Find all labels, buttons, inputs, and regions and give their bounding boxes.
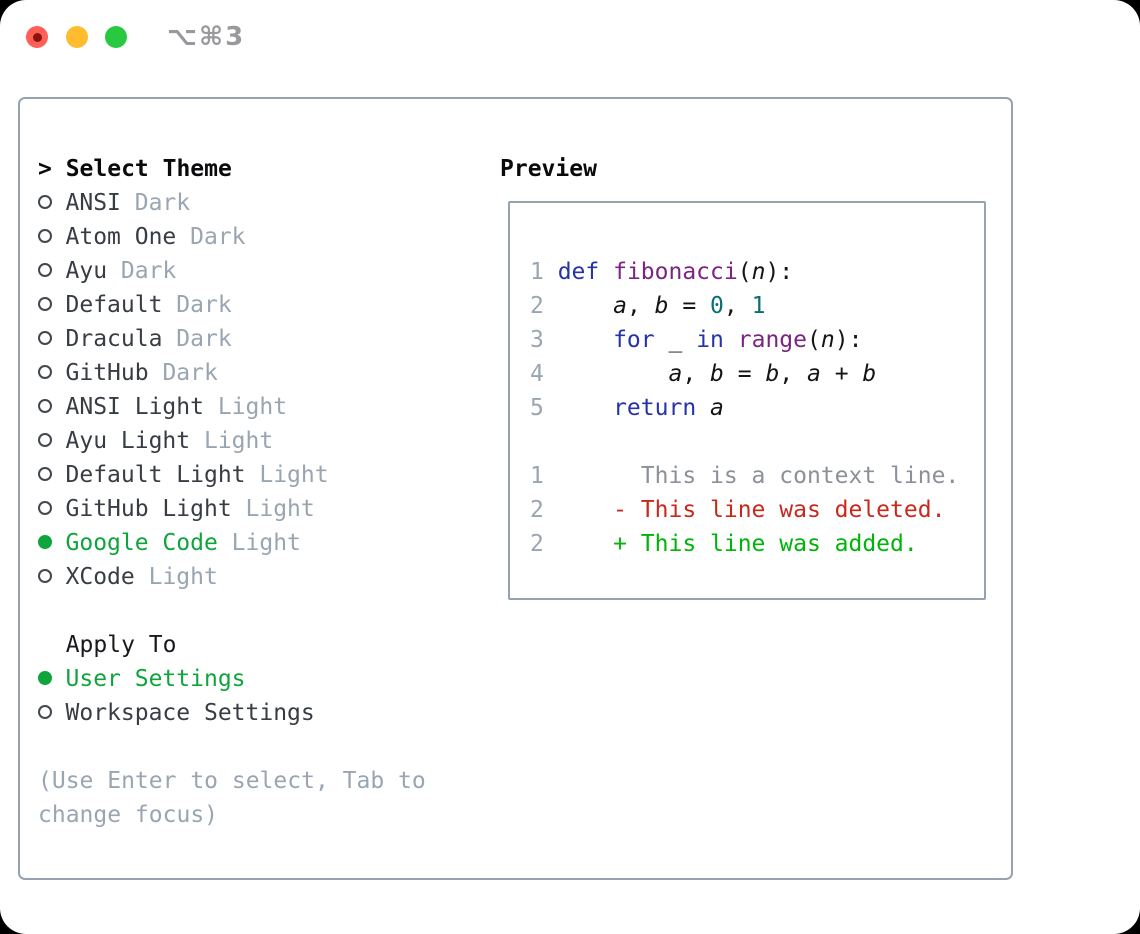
line-number: 1 (530, 463, 544, 489)
theme-option-dracula[interactable]: Dracula Dark (38, 322, 483, 356)
diff-line-del: 2 - This line was deleted. (530, 493, 959, 527)
diff-line-add: 2 + This line was added. (530, 527, 959, 561)
theme-option-github-light[interactable]: GitHub Light Light (38, 492, 483, 526)
minimize-button[interactable] (66, 26, 88, 48)
titlebar: ⌥⌘3 (0, 0, 1140, 74)
select-theme-heading: > Select Theme (38, 152, 483, 186)
line-number: 3 (530, 327, 544, 353)
window-shortcut-label: ⌥⌘3 (167, 22, 246, 52)
theme-name: ANSI (65, 190, 121, 216)
line-number: 4 (530, 361, 544, 387)
radio-icon (38, 705, 52, 719)
radio-icon (38, 365, 52, 379)
theme-name: GitHub Light (65, 496, 232, 522)
line-number: 2 (530, 531, 544, 557)
apply-option-user-settings[interactable]: User Settings (38, 662, 483, 696)
theme-variant: Dark (176, 292, 232, 318)
theme-option-ayu-light[interactable]: Ayu Light Light (38, 424, 483, 458)
diff-line-ctx: 1 This is a context line. (530, 459, 959, 493)
apply-option-workspace-settings[interactable]: Workspace Settings (38, 696, 483, 730)
theme-option-default[interactable]: Default Dark (38, 288, 483, 322)
hint-text: (Use Enter to select, Tab to change focu… (38, 768, 426, 828)
line-number: 2 (530, 497, 544, 523)
theme-option-github[interactable]: GitHub Dark (38, 356, 483, 390)
line-number: 2 (530, 293, 544, 319)
theme-variant: Light (203, 428, 274, 454)
radio-selected-icon (38, 535, 52, 549)
theme-name: ANSI Light (65, 394, 204, 420)
preview-heading: Preview (500, 156, 597, 182)
theme-name: Atom One (65, 224, 177, 250)
theme-variant: Dark (120, 258, 177, 284)
theme-name: GitHub (65, 360, 149, 386)
radio-icon (38, 297, 52, 311)
theme-option-ayu[interactable]: Ayu Dark (38, 254, 483, 288)
zoom-button[interactable] (105, 26, 127, 48)
theme-option-xcode[interactable]: XCode Light (38, 560, 483, 594)
radio-icon (38, 399, 52, 413)
theme-option-google-code[interactable]: Google Code Light (38, 526, 483, 560)
radio-icon (38, 263, 52, 277)
theme-variant: Light (231, 530, 301, 556)
code-line: 5 return a (530, 391, 959, 425)
theme-name: Ayu (65, 258, 108, 284)
radio-icon (38, 229, 52, 243)
close-dot-icon (32, 32, 42, 42)
theme-variant: Dark (134, 190, 191, 216)
theme-name: Default Light (65, 462, 246, 488)
close-button[interactable] (26, 26, 48, 48)
theme-variant: Light (259, 462, 329, 488)
code-line: 4 a, b = b, a + b (530, 357, 959, 391)
apply-option-label: User Settings (65, 666, 246, 692)
theme-option-default-light[interactable]: Default Light Light (38, 458, 483, 492)
prompt-icon: > (38, 156, 52, 182)
radio-selected-icon (38, 671, 52, 685)
line-number: 5 (530, 395, 544, 421)
select-theme-title: Select Theme (65, 156, 232, 182)
radio-icon (38, 433, 52, 447)
theme-name: XCode (65, 564, 135, 590)
radio-icon (38, 195, 52, 209)
theme-variant: Light (245, 496, 315, 522)
theme-name: Default (65, 292, 163, 318)
theme-option-ansi-light[interactable]: ANSI Light Light (38, 390, 483, 424)
theme-name: Ayu Light (65, 428, 191, 454)
radio-icon (38, 569, 52, 583)
radio-icon (38, 331, 52, 345)
theme-name: Google Code (65, 530, 218, 556)
apply-to-heading: Apply To (65, 632, 177, 658)
theme-variant: Light (217, 394, 288, 420)
theme-name: Dracula (65, 326, 163, 352)
theme-variant: Dark (162, 360, 218, 386)
theme-variant: Light (148, 564, 218, 590)
theme-variant: Dark (176, 326, 232, 352)
line-number: 1 (530, 259, 544, 285)
radio-icon (38, 501, 52, 515)
code-line: 2 a, b = 0, 1 (530, 289, 959, 323)
apply-option-label: Workspace Settings (65, 700, 315, 726)
theme-variant: Dark (190, 224, 246, 250)
theme-option-ansi[interactable]: ANSI Dark (38, 186, 483, 220)
spacer (38, 594, 483, 628)
radio-icon (38, 467, 52, 481)
theme-option-atom-one[interactable]: Atom One Dark (38, 220, 483, 254)
code-line: 3 for _ in range(n): (530, 323, 959, 357)
